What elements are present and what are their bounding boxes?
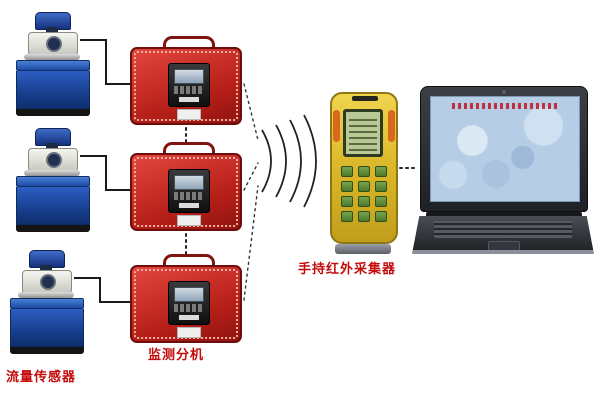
flowmeter-body — [28, 148, 78, 172]
label-monitor-unit: 监测分机 — [148, 347, 205, 362]
label-flow-sensor: 流量传感器 — [6, 369, 77, 384]
laptop-base — [412, 216, 594, 254]
panel-display — [174, 175, 204, 190]
panel-keypad — [174, 304, 202, 312]
wire-sensor3-box3 — [74, 277, 130, 303]
monitor-box-1 — [130, 36, 242, 126]
panel-label — [179, 203, 199, 208]
flowmeter-dial — [40, 274, 56, 290]
handheld-key — [358, 166, 370, 177]
tank-body — [16, 187, 90, 225]
flowmeter-dial — [46, 152, 62, 168]
handheld-key — [341, 196, 353, 207]
handheld-key — [341, 181, 353, 192]
handheld-key — [375, 211, 387, 222]
monitor-box-3 — [130, 254, 242, 344]
case-body — [130, 153, 242, 231]
control-panel — [168, 63, 210, 107]
panel-display — [174, 287, 204, 302]
sensor-tank — [16, 176, 90, 232]
flow-sensor-3 — [10, 250, 88, 354]
handheld-keypad — [341, 166, 387, 228]
tank-lid — [16, 60, 90, 71]
flowmeter-pipe — [18, 292, 74, 298]
wireless-signal-icon — [261, 114, 317, 208]
case-body — [130, 265, 242, 343]
handheld-key — [358, 211, 370, 222]
tank-base — [10, 347, 84, 354]
handheld-collector — [330, 92, 398, 256]
label-handheld-collector: 手持红外采集器 — [298, 261, 397, 276]
handheld-key — [358, 196, 370, 207]
sensor-tank — [16, 60, 90, 116]
case-handle — [163, 142, 215, 158]
flowmeter-head — [24, 128, 80, 176]
tank-lid — [16, 176, 90, 187]
handheld-key — [341, 211, 353, 222]
control-panel — [168, 169, 210, 213]
flowmeter-body — [22, 270, 72, 294]
tank-lid — [10, 298, 84, 309]
handheld-grip-right — [388, 110, 395, 142]
wire-box1-wave — [243, 83, 259, 141]
flowmeter-head — [18, 250, 74, 298]
laptop-screen-title-text — [451, 103, 559, 109]
flowmeter-pipe — [24, 54, 80, 60]
handheld-key — [341, 166, 353, 177]
wire-box3-wave — [243, 185, 259, 301]
laptop-screen-bezel — [420, 86, 588, 212]
laptop-screen — [430, 96, 580, 202]
handheld-ir-port — [352, 96, 378, 101]
case-sticker — [177, 109, 201, 120]
wire-box2-wave — [243, 162, 259, 191]
flowmeter-neck — [46, 27, 58, 33]
case-handle — [163, 36, 215, 52]
flow-sensor-1 — [16, 12, 94, 116]
handheld-key — [375, 166, 387, 177]
panel-keypad — [174, 86, 202, 94]
tank-body — [16, 71, 90, 109]
handheld-key — [375, 196, 387, 207]
flow-sensor-2 — [16, 128, 94, 232]
case-sticker — [177, 215, 201, 226]
handheld-key — [358, 181, 370, 192]
flowmeter-neck — [46, 143, 58, 149]
flowmeter-body — [28, 32, 78, 56]
laptop-hinge — [426, 212, 582, 217]
flowmeter-neck — [40, 265, 52, 271]
laptop-keyboard — [434, 221, 572, 238]
case-sticker — [177, 327, 201, 338]
handheld-key — [375, 181, 387, 192]
tank-body — [10, 309, 84, 347]
laptop — [412, 86, 594, 258]
wire-sensor1-box1 — [80, 39, 130, 85]
flowmeter-dial — [46, 36, 62, 52]
panel-display — [174, 69, 204, 84]
laptop-touchpad — [488, 241, 520, 251]
panel-label — [179, 315, 199, 320]
handheld-lcd — [343, 109, 383, 157]
case-body — [130, 47, 242, 125]
tank-base — [16, 109, 90, 116]
case-handle — [163, 254, 215, 270]
handheld-body — [330, 92, 398, 244]
monitor-box-2 — [130, 142, 242, 232]
control-panel — [168, 281, 210, 325]
handheld-dock — [335, 244, 391, 254]
sensor-tank — [10, 298, 84, 354]
flowmeter-pipe — [24, 170, 80, 176]
panel-keypad — [174, 192, 202, 200]
handheld-grip-left — [333, 110, 340, 142]
flowmeter-head — [24, 12, 80, 60]
wire-sensor2-box2 — [80, 155, 130, 191]
tank-base — [16, 225, 90, 232]
panel-label — [179, 97, 199, 102]
